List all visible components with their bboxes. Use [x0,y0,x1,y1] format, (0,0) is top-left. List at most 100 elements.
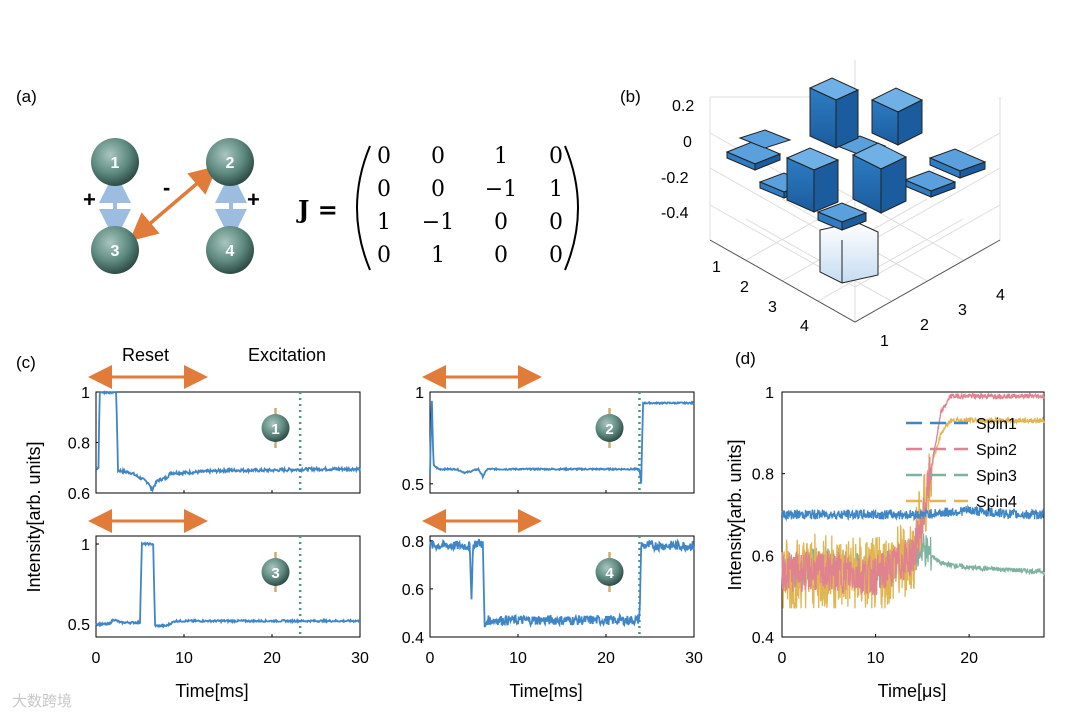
z-tick-0: 0.2 [672,98,694,115]
node-label-2: 2 [226,155,235,172]
coupling-sign-1-3: + [83,187,96,212]
matrix-cell: 1 [494,144,508,169]
x-tick-label: 20 [960,650,978,667]
matrix-cell: 0 [494,243,508,268]
node-label-4: 4 [226,243,235,260]
matrix-cell: 1 [431,243,445,268]
coupling-sign-2-4: + [247,187,260,212]
bar-3d-tall [785,77,924,214]
matrix-cell: 0 [377,144,391,169]
trace-line [95,541,361,629]
y-tick-label: 0.4 [402,630,424,647]
panel-c-xlabel-left: Time[ms] [175,681,248,701]
x-tick-label: 30 [685,650,703,667]
matrix-cell: 1 [549,177,563,202]
trace-line [429,538,695,628]
legend-entry: Spin1 [976,416,1017,433]
y-tick-label: 1 [81,385,90,402]
trace-line [95,390,361,493]
spin-ball-icon [261,414,290,442]
spin-ball-label: 1 [271,421,279,438]
matrix-cell: 1 [377,210,391,235]
spin-node-1 [91,138,139,186]
panel-a-label: (a) [16,87,37,106]
matrix-left-paren [356,145,371,271]
spin-ball-label: 4 [605,565,614,582]
matrix-cell: −1 [485,177,517,202]
panel-c-ylabel: Intensity[arb. units] [24,441,44,592]
x-tick-label: 0 [92,650,101,667]
y-tick-label: 1 [415,385,424,402]
col-tick-0: 1 [880,333,889,350]
y-tick-label: 1 [81,537,90,554]
matrix-cell: 0 [431,144,445,169]
x-tick-label: 10 [509,650,527,667]
matrix-cell: 0 [494,210,508,235]
y-tick-label: 0.6 [752,548,774,565]
matrix-cell: 0 [377,243,391,268]
series-line-spin1 [781,504,1045,522]
subplot-frame [95,535,361,638]
panel-c: (c) Reset Excitation Intensity[arb. unit… [16,345,703,701]
row-tick-0: 1 [712,259,721,276]
x-tick-label: 0 [426,650,435,667]
y-tick-label: 0.5 [68,617,90,634]
spin-ball-label: 3 [271,565,279,582]
matrix-cell: −1 [422,210,454,235]
spin-node-3 [91,226,139,274]
x-tick-label: 0 [778,650,787,667]
panel-c-xlabel-right: Time[ms] [509,681,582,701]
matrix-right-paren [564,145,579,271]
trace-line [429,400,695,484]
panel-d-label: (d) [735,349,756,368]
panel-c-label: (c) [16,353,36,372]
z-tick-3: -0.4 [661,205,689,222]
matrix-symbol: J = [296,195,338,224]
legend-entry: Spin4 [976,494,1017,511]
reset-label: Reset [122,345,169,365]
watermark: 大数跨境 [12,692,72,710]
node-label-3: 3 [111,243,120,260]
x-tick-label: 20 [597,650,615,667]
matrix-cell: 0 [549,243,563,268]
panel-d-ylabel: Intensity[arb. units] [725,439,745,590]
x-tick-label: 10 [867,650,885,667]
matrix-cell: 0 [549,144,563,169]
col-tick-1: 2 [920,317,929,334]
axes-3d-base [709,239,1001,323]
spin-ball-label: 2 [605,421,613,438]
panel-c-subplot-1: 10.80.61 [68,365,361,503]
subplot-frame [429,391,695,494]
panel-d-xlabel: Time[μs] [878,681,947,701]
panel-b-label: (b) [620,87,641,106]
col-tick-3: 4 [996,287,1005,304]
spin-node-4 [206,226,254,274]
panel-c-subplot-2: 10.52 [402,365,695,494]
y-tick-label: 0.8 [752,467,774,484]
coupling-3-2-arrow [129,165,218,242]
spin-node-2 [206,138,254,186]
legend-entry: Spin3 [976,468,1017,485]
y-tick-label: 0.8 [68,436,90,453]
excitation-label: Excitation [248,345,326,365]
node-label-1: 1 [111,155,120,172]
panel-d: (d) Intensity[arb. units] Time[μs] 10.80… [725,349,1045,701]
col-tick-2: 3 [958,302,967,319]
z-tick-2: -0.2 [661,170,689,187]
subplot-frame [95,391,361,494]
panel-b: (b) 0.2 0 -0.2 -0.4 1 2 3 4 1 2 3 4 [620,60,1005,350]
matrix-cell: 0 [377,177,391,202]
row-tick-2: 3 [768,299,777,316]
spin-ball-icon [261,558,290,586]
y-tick-label: 0.6 [402,582,424,599]
series-line-spin2 [781,391,1045,596]
y-tick-label: 0.5 [402,477,424,494]
